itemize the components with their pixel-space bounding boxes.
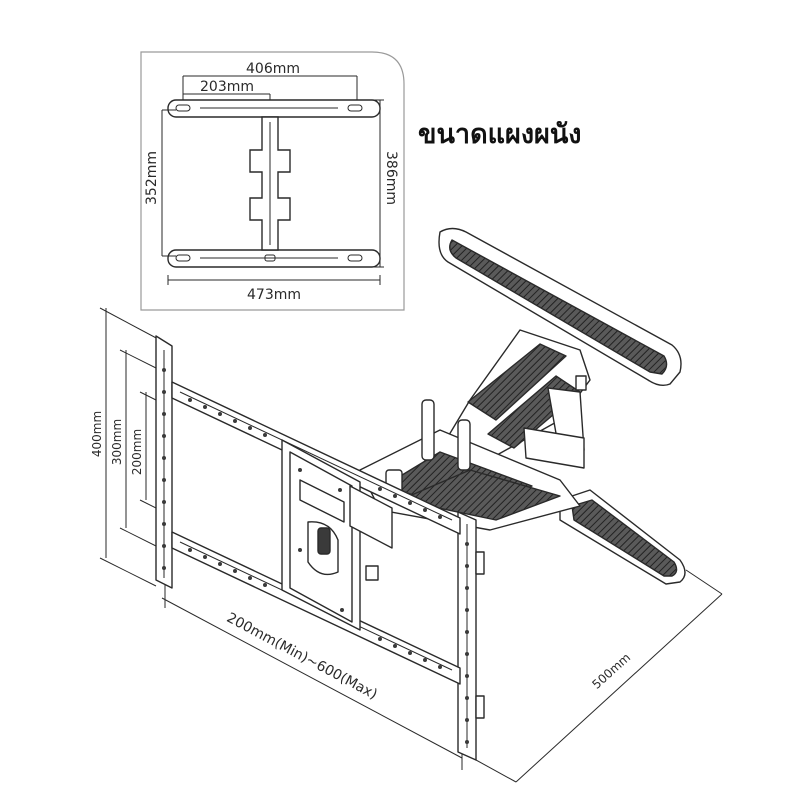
dim-406: 406mm [246, 61, 300, 77]
dim-473: 473mm [247, 287, 301, 303]
dim-500: 500mm [589, 650, 633, 691]
mount-dimension-lines [99, 307, 723, 783]
dim-352: 352mm [144, 151, 160, 205]
dim-400: 400mm [90, 411, 104, 457]
dim-300: 300mm [110, 419, 124, 465]
wall-plate-title: ขนาดแผงผนัง [418, 119, 582, 150]
inset-frame [140, 51, 405, 311]
wall-plate-inset: 406mm 203mm 352mm 386mm 473mm [140, 51, 405, 311]
tv-mount-illustration [155, 227, 686, 761]
dim-386: 386mm [383, 151, 399, 205]
dim-203: 203mm [200, 79, 254, 95]
dim-200: 200mm [130, 429, 144, 475]
